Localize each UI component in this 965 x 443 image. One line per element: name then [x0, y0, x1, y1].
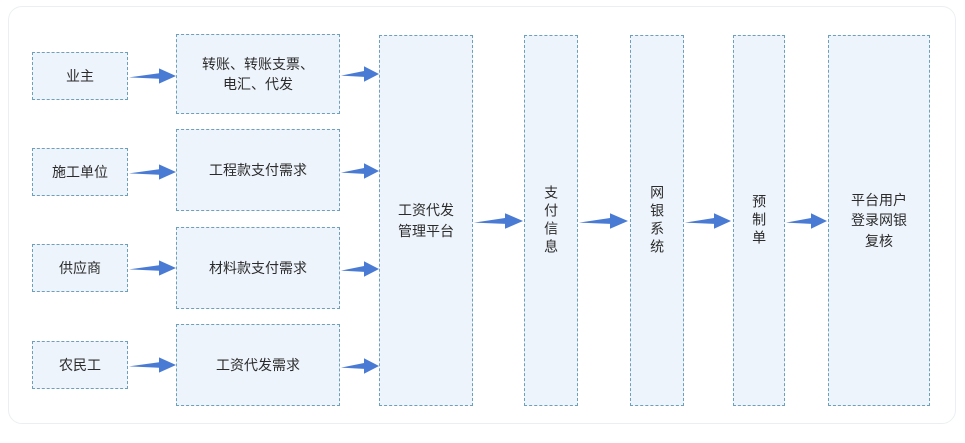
node-transfer-methods-label: 转账、转账支票、 电汇、代发 [202, 55, 314, 92]
node-transfer-methods[interactable]: 转账、转账支票、 电汇、代发 [176, 34, 340, 114]
node-supplier-label: 供应商 [59, 259, 101, 276]
node-prefilled-order[interactable]: 预制单 [733, 35, 785, 406]
node-platform-label: 工资代发 管理平台 [398, 202, 454, 239]
node-contractor[interactable]: 施工单位 [32, 148, 128, 196]
node-user-review-label: 平台用户 登录网银 复核 [851, 192, 907, 249]
node-project-payment-label: 工程款支付需求 [209, 161, 307, 178]
node-ebank-system-label: 网银系统 [649, 184, 666, 257]
node-payment-info[interactable]: 支付信息 [524, 35, 578, 406]
node-ebank-system[interactable]: 网银系统 [630, 35, 684, 406]
node-project-payment[interactable]: 工程款支付需求 [176, 129, 340, 211]
node-material-payment-label: 材料款支付需求 [209, 259, 307, 276]
node-contractor-label: 施工单位 [52, 163, 108, 180]
node-salary-payout[interactable]: 工资代发需求 [176, 324, 340, 406]
node-platform[interactable]: 工资代发 管理平台 [379, 35, 473, 406]
node-prefilled-order-label: 预制单 [751, 193, 768, 248]
node-salary-payout-label: 工资代发需求 [216, 356, 300, 373]
node-owner[interactable]: 业主 [32, 52, 128, 100]
node-worker-label: 农民工 [59, 356, 101, 373]
node-user-review[interactable]: 平台用户 登录网银 复核 [828, 35, 930, 406]
node-payment-info-label: 支付信息 [543, 184, 560, 257]
diagram-frame [8, 6, 956, 424]
node-supplier[interactable]: 供应商 [32, 244, 128, 292]
node-owner-label: 业主 [66, 67, 94, 84]
node-worker[interactable]: 农民工 [32, 341, 128, 389]
node-material-payment[interactable]: 材料款支付需求 [176, 227, 340, 309]
